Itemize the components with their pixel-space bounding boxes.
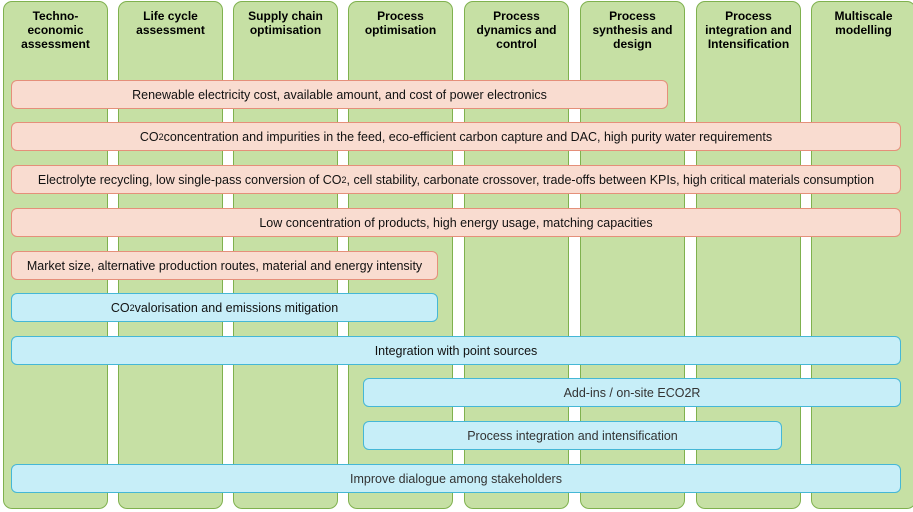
challenge-market-size: Market size, alternative production rout… xyxy=(11,251,438,280)
column-title: Process optimisation xyxy=(364,9,437,37)
column-title: Life cycle assessment xyxy=(136,9,205,37)
column-title: Techno-economic assessment xyxy=(21,9,90,51)
column-title: Process synthesis and design xyxy=(592,9,673,51)
column-title: Process dynamics and control xyxy=(476,9,557,51)
bar-text-pre: Electrolyte recycling, low single-pass c… xyxy=(37,172,342,187)
bar-text-pre: Low concentration of products, high ener… xyxy=(259,215,653,230)
column-multiscale-modelling: Multiscale modelling xyxy=(811,1,913,509)
bar-text-post: concentration and impurities in the feed… xyxy=(163,129,773,144)
bar-text-pre: Improve dialogue among stakeholders xyxy=(350,471,562,486)
bar-text-pre: Integration with point sources xyxy=(374,343,538,358)
challenge-renewable-electricity: Renewable electricity cost, available am… xyxy=(11,80,668,109)
bar-text-pre: Renewable electricity cost, available am… xyxy=(132,87,547,102)
column-title: Supply chain optimisation xyxy=(248,9,323,37)
opportunity-add-ins: Add-ins / on-site ECO2R xyxy=(363,378,901,407)
opportunity-process-integration: Process integration and intensification xyxy=(363,421,782,450)
column-title: Process integration and Intensification xyxy=(705,9,792,51)
opportunity-point-sources: Integration with point sources xyxy=(11,336,901,365)
opportunity-stakeholder-dialogue: Improve dialogue among stakeholders xyxy=(11,464,901,493)
bar-text-post: , cell stability, carbonate crossover, t… xyxy=(346,172,875,187)
bar-text-post: valorisation and emissions mitigation xyxy=(134,300,339,315)
bar-text-pre: CO xyxy=(110,300,130,315)
bar-text-pre: CO xyxy=(139,129,159,144)
challenge-electrolyte-recycling: Electrolyte recycling, low single-pass c… xyxy=(11,165,901,194)
bar-text-pre: Market size, alternative production rout… xyxy=(26,258,423,273)
bar-text-pre: Process integration and intensification xyxy=(467,428,678,443)
challenge-low-concentration: Low concentration of products, high ener… xyxy=(11,208,901,237)
bar-text-pre: Add-ins / on-site ECO2R xyxy=(563,385,701,400)
column-title: Multiscale modelling xyxy=(834,9,893,37)
